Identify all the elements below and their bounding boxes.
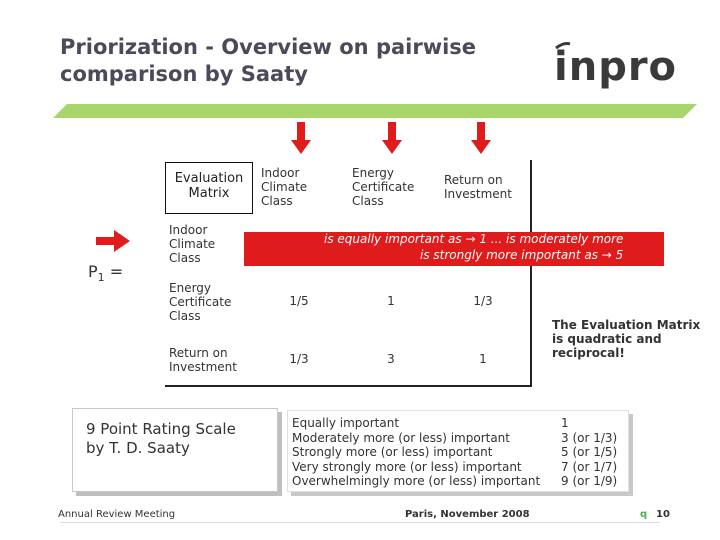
slide-title-line2: comparison by Saaty <box>60 62 308 86</box>
logo-text: inpro <box>554 44 678 90</box>
rating-values: 1 3 (or 1/3) 5 (or 1/5) 7 (or 1/7) 9 (or… <box>561 416 617 489</box>
p1-equals: = <box>109 262 124 281</box>
arrow-down-icon <box>382 122 402 154</box>
col-header-line: Return on <box>444 173 503 187</box>
col-header-line: Class <box>261 194 293 208</box>
col-header-line: Investment <box>444 187 512 201</box>
footer-meeting: Annual Review Meeting <box>58 509 176 520</box>
slide-title-line1: Priorization - Overview on pairwise <box>60 35 477 59</box>
corner-label-line2: Matrix <box>188 186 230 201</box>
matrix-cell: 1/3 <box>473 294 493 308</box>
p1-label: P1 = <box>88 262 123 284</box>
rating-label: Overwhelmingly more (or less) important <box>292 474 541 488</box>
col-header-return-on-investment: Return on Investment <box>444 173 512 201</box>
matrix-cell: 1 <box>387 294 395 308</box>
col-header-line: Certificate <box>352 180 415 194</box>
footer-divider <box>60 522 660 523</box>
row-header-line: Climate <box>169 237 216 251</box>
arrow-right-icon <box>96 230 130 252</box>
page-bullet-icon: q <box>640 509 648 520</box>
row-header-line: Investment <box>169 360 237 374</box>
rating-scale-title: 9 Point Rating Scale by T. D. Saaty <box>86 420 276 458</box>
rating-title-line: 9 Point Rating Scale <box>86 420 236 438</box>
col-header-line: Class <box>352 194 384 208</box>
col-header-indoor-climate: Indoor Climate Class <box>261 166 307 208</box>
title-accent-bar <box>53 104 697 118</box>
col-header-energy-certificate: Energy Certificate Class <box>352 166 414 208</box>
row-header-line: Class <box>169 251 201 265</box>
col-header-line: Indoor <box>261 166 300 180</box>
rating-label: Moderately more (or less) important <box>292 430 510 445</box>
red-banner-bottom-text: is strongly more important as → 5 <box>420 248 624 262</box>
rating-label: Equally important <box>292 416 400 430</box>
matrix-note: The Evaluation Matrix is quadratic and r… <box>552 318 712 360</box>
row-header-energy-certificate: Energy Certificate Class <box>169 281 231 323</box>
matrix-cell: 1/3 <box>289 352 309 366</box>
rating-value: 1 <box>561 416 569 430</box>
arrow-down-icon <box>291 122 311 154</box>
inpro-logo: inpro <box>552 40 682 90</box>
row-header-line: Class <box>169 309 201 323</box>
p1-letter: P <box>88 262 98 281</box>
row-header-line: Energy <box>169 281 212 295</box>
row-header-indoor-climate: Indoor Climate Class <box>169 223 215 265</box>
logo-graphic <box>555 42 571 50</box>
matrix-cell: 1 <box>479 352 487 366</box>
rating-label: Strongly more (or less) important <box>292 445 493 459</box>
col-header-line: Climate <box>261 180 308 194</box>
p1-subscript: 1 <box>97 271 105 285</box>
red-banner-bottom: is strongly more important as → 5 <box>244 246 664 266</box>
rating-value: 5 (or 1/5) <box>561 445 618 459</box>
rating-title-line: by T. D. Saaty <box>86 439 190 457</box>
rating-value: 9 (or 1/9) <box>561 474 618 488</box>
rating-value: 7 (or 1/7) <box>561 459 618 474</box>
note-line: is quadratic and <box>552 332 662 346</box>
footer-location-date: Paris, November 2008 <box>405 509 530 520</box>
evaluation-matrix <box>165 160 532 387</box>
red-banner-top-text: is equally important as → 1 ... is moder… <box>324 232 624 246</box>
row-header-line: Return on <box>169 346 228 360</box>
row-header-line: Indoor <box>169 223 208 237</box>
rating-scale-list <box>287 410 629 492</box>
page-number: 10 <box>656 509 670 520</box>
matrix-cell: 3 <box>387 352 395 366</box>
slide-title: Priorization - Overview on pairwise comp… <box>60 34 540 88</box>
rating-labels: Equally important Moderately more (or le… <box>292 416 540 489</box>
red-banner-top: is equally important as → 1 ... is moder… <box>244 232 664 246</box>
col-header-line: Energy <box>352 166 395 180</box>
matrix-corner-label: Evaluation Matrix <box>166 163 252 213</box>
note-line: The Evaluation Matrix <box>552 318 701 332</box>
rating-scale-box <box>72 408 278 492</box>
arrow-down-icon <box>471 122 491 154</box>
matrix-cell: 1/5 <box>289 294 309 308</box>
rating-value: 3 (or 1/3) <box>561 430 618 445</box>
note-line: reciprocal! <box>552 346 625 360</box>
row-header-line: Certificate <box>169 295 232 309</box>
rating-label: Very strongly more (or less) important <box>292 459 522 474</box>
row-header-return-on-investment: Return on Investment <box>169 346 237 374</box>
corner-label-line1: Evaluation <box>174 171 244 186</box>
